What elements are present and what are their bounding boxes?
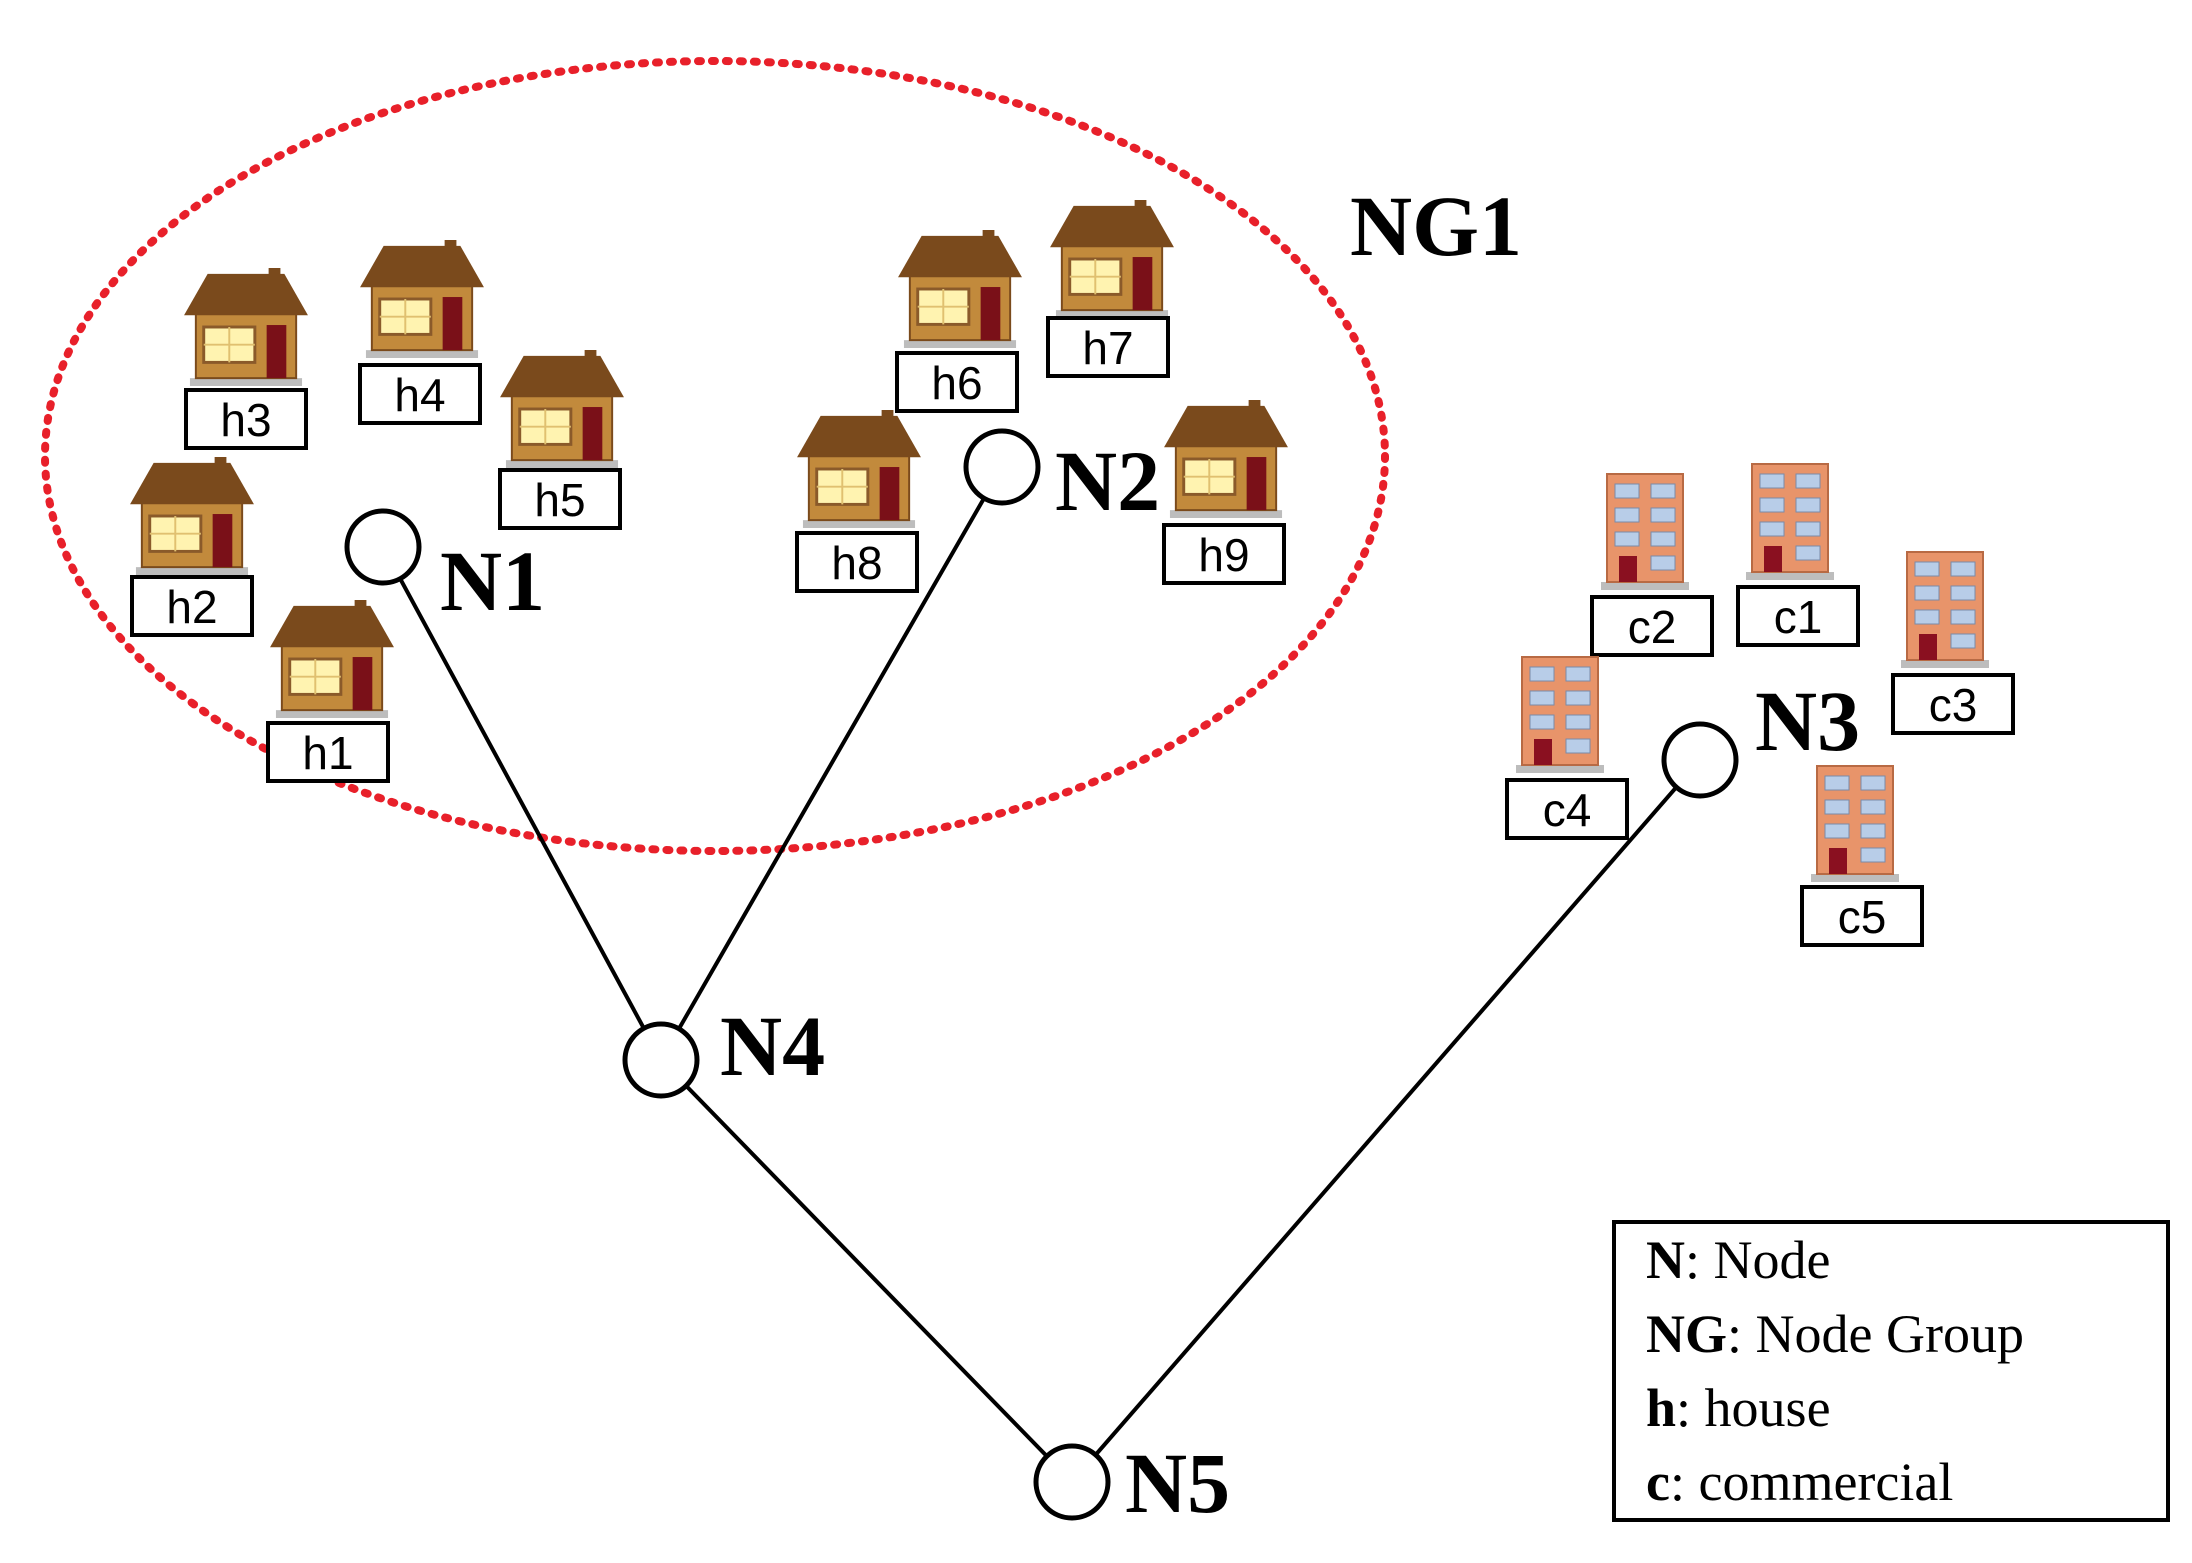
house-label-h6: h6 [931, 357, 982, 409]
house-label-h7: h7 [1082, 322, 1133, 374]
house-label-h3: h3 [220, 394, 271, 446]
house-icon-h9 [1162, 400, 1290, 518]
house-label-box-h8 [795, 531, 919, 593]
node-group-outline [41, 57, 1389, 855]
commercial-label-box-c1 [1736, 585, 1860, 647]
house-icon-h1 [268, 600, 396, 718]
node-group-label: NG1 [1350, 178, 1522, 274]
legend-box [1612, 1220, 2170, 1522]
node-label-n4: N4 [720, 998, 825, 1094]
legend-entry-node-group: NG: Node Group [1646, 1304, 2024, 1364]
house-label-box-h9 [1162, 523, 1286, 585]
house-icon-h4 [358, 240, 486, 358]
house-icon-h2 [128, 457, 256, 575]
commercial-label-box-c3 [1891, 673, 2015, 735]
commercial-label-c1: c1 [1774, 591, 1823, 643]
commercial-label-c2: c2 [1628, 601, 1677, 653]
node-n2 [963, 428, 1041, 506]
house-label-box-h2 [130, 575, 254, 637]
building-icon-c3 [1900, 551, 1990, 668]
house-label-h5: h5 [534, 474, 585, 526]
network-edges [381, 466, 1702, 1484]
building-icon-c2 [1600, 473, 1690, 590]
commercial-label-box-c2 [1590, 595, 1714, 657]
commercial-label-box-c5 [1800, 885, 1924, 947]
commercial-label-box-c4 [1505, 778, 1629, 840]
node-label-n1: N1 [440, 533, 545, 629]
building-icon-c1 [1745, 463, 1835, 580]
node-n1 [344, 508, 422, 586]
edge-n2-n4 [659, 466, 1004, 1061]
house-label-box-h6 [895, 351, 1019, 413]
house-label-h4: h4 [394, 369, 445, 421]
legend: N: Node NG: Node Group h: house c: comme… [1612, 1220, 2170, 1522]
node-n4 [622, 1021, 700, 1099]
node-n5 [1033, 1443, 1111, 1521]
edge-n4-n5 [659, 1058, 1074, 1484]
house-label-box-h5 [498, 468, 622, 530]
house-icon-h7 [1048, 200, 1176, 318]
house-label-h8: h8 [831, 537, 882, 589]
house-label-h2: h2 [166, 581, 217, 633]
house-label-box-h7 [1046, 316, 1170, 378]
house-label-box-h3 [184, 388, 308, 450]
commercial-buildings: c1 c2 c3 c4 c5 [1505, 463, 2015, 947]
house-icon-h8 [795, 410, 923, 528]
house-label-box-h1 [266, 721, 390, 783]
house-icon-h6 [896, 230, 1024, 348]
house-label-h9: h9 [1198, 529, 1249, 581]
house-icon-h3 [182, 268, 310, 386]
node-label-n2: N2 [1055, 433, 1160, 529]
edge-n1-n4 [381, 546, 663, 1061]
edge-n3-n5 [1070, 758, 1702, 1484]
house-label-h1: h1 [302, 727, 353, 779]
houses: h1 h2 h3 h4 h5 h6 h7 h8 h9 [128, 200, 1290, 783]
house-icon-h5 [498, 350, 626, 468]
commercial-label-c5: c5 [1838, 891, 1887, 943]
commercial-label-c3: c3 [1929, 679, 1978, 731]
legend-entry-commercial: c: commercial [1646, 1452, 1953, 1512]
legend-entry-house: h: house [1646, 1378, 1831, 1438]
node-n3 [1661, 721, 1739, 799]
house-label-box-h4 [358, 363, 482, 425]
node-label-n5: N5 [1125, 1435, 1230, 1531]
node-label-n3: N3 [1755, 673, 1860, 769]
building-icon-c5 [1810, 765, 1900, 882]
legend-entry-node: N: Node [1646, 1230, 1830, 1290]
building-icon-c4 [1515, 656, 1605, 773]
commercial-label-c4: c4 [1543, 784, 1592, 836]
